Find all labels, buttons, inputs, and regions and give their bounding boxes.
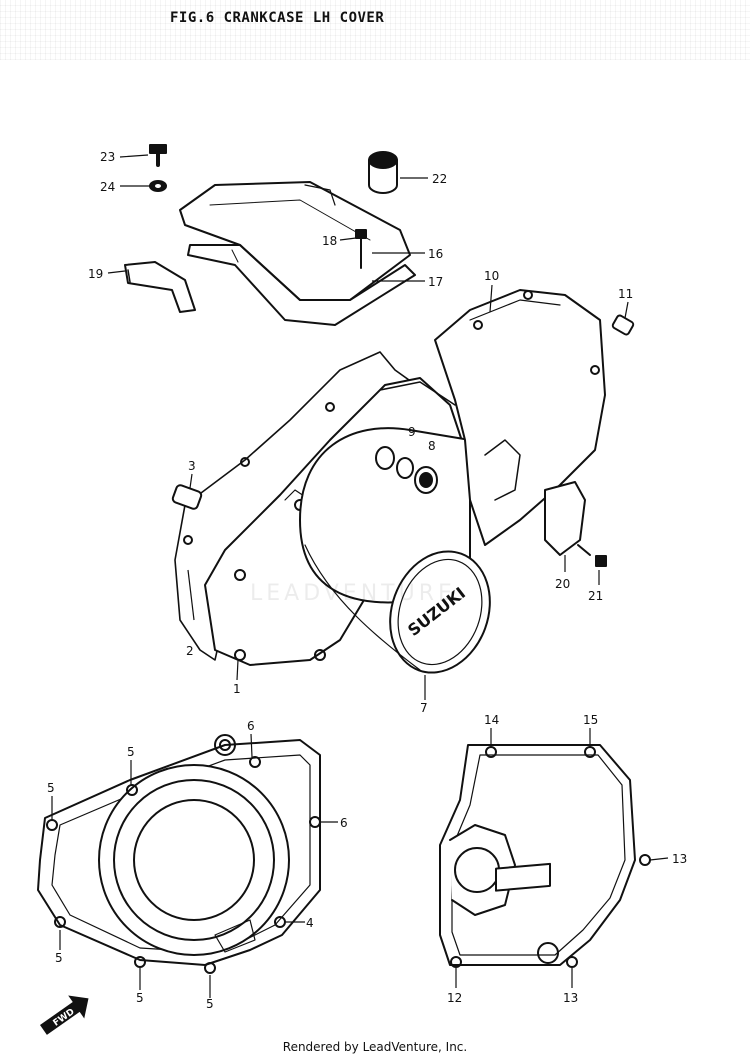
callout-22: 22 [432,172,447,186]
footer-credit: Rendered by LeadVenture, Inc. [282,1040,468,1054]
callout-24: 24 [100,180,115,194]
part-sprocket-cover-front-view [439,744,651,968]
callout-16: 16 [428,247,443,261]
callout-5-upper: 5 [127,745,135,759]
part-plug-22 [368,151,398,194]
part-gasket-17 [187,244,416,326]
scan-noise [0,0,750,60]
callout-13-bottom: 13 [563,991,578,1005]
callout-11: 11 [618,287,633,301]
callout-5-bottom: 5 [136,991,144,1005]
part-bracket-19 [124,261,196,313]
callout-5-left: 5 [47,781,55,795]
part-sprocket-cover-10 [434,289,606,546]
part-seal-9 [375,446,414,479]
part-bolt-18 [355,229,367,269]
callout-2: 2 [186,644,194,658]
part-plate-20 [544,481,586,556]
watermark-text: LEADVENTURE [250,581,456,606]
callout-13-right: 13 [672,852,687,866]
fwd-arrow: FWD [40,995,89,1035]
callout-12: 12 [447,991,462,1005]
callout-18: 18 [322,234,337,248]
callout-17: 17 [428,275,443,289]
callout-3: 3 [188,459,196,473]
callout-8: 8 [428,439,436,453]
callout-5-bottomright: 5 [206,997,214,1011]
part-screw-21 [577,544,607,567]
callout-6-right: 6 [340,816,348,830]
callout-1: 1 [233,682,241,696]
part-washer-24 [149,180,167,192]
callout-4: 4 [306,916,314,930]
part-cover-top [179,181,411,301]
callout-21: 21 [588,589,603,603]
part-cover-front-view [37,734,321,974]
callout-6-top: 6 [247,719,255,733]
callout-10: 10 [484,269,499,283]
callout-7: 7 [420,701,428,715]
callout-5-lowleft: 5 [55,951,63,965]
callout-20: 20 [555,577,570,591]
callout-15: 15 [583,713,598,727]
leader-lines [51,154,669,998]
figure-title: FIG.6 CRANKCASE LH COVER [170,10,385,26]
part-dowel-11 [611,314,635,336]
callout-19: 19 [88,267,103,281]
part-dowel-3 [171,484,203,510]
callout-9: 9 [408,425,416,439]
part-bolt-23 [149,144,167,167]
callout-14: 14 [484,713,499,727]
callout-numbers: 23 24 22 18 16 17 19 10 11 9 8 3 2 1 7 2… [47,150,687,1011]
part-plug-8 [414,466,438,494]
callout-23: 23 [100,150,115,164]
